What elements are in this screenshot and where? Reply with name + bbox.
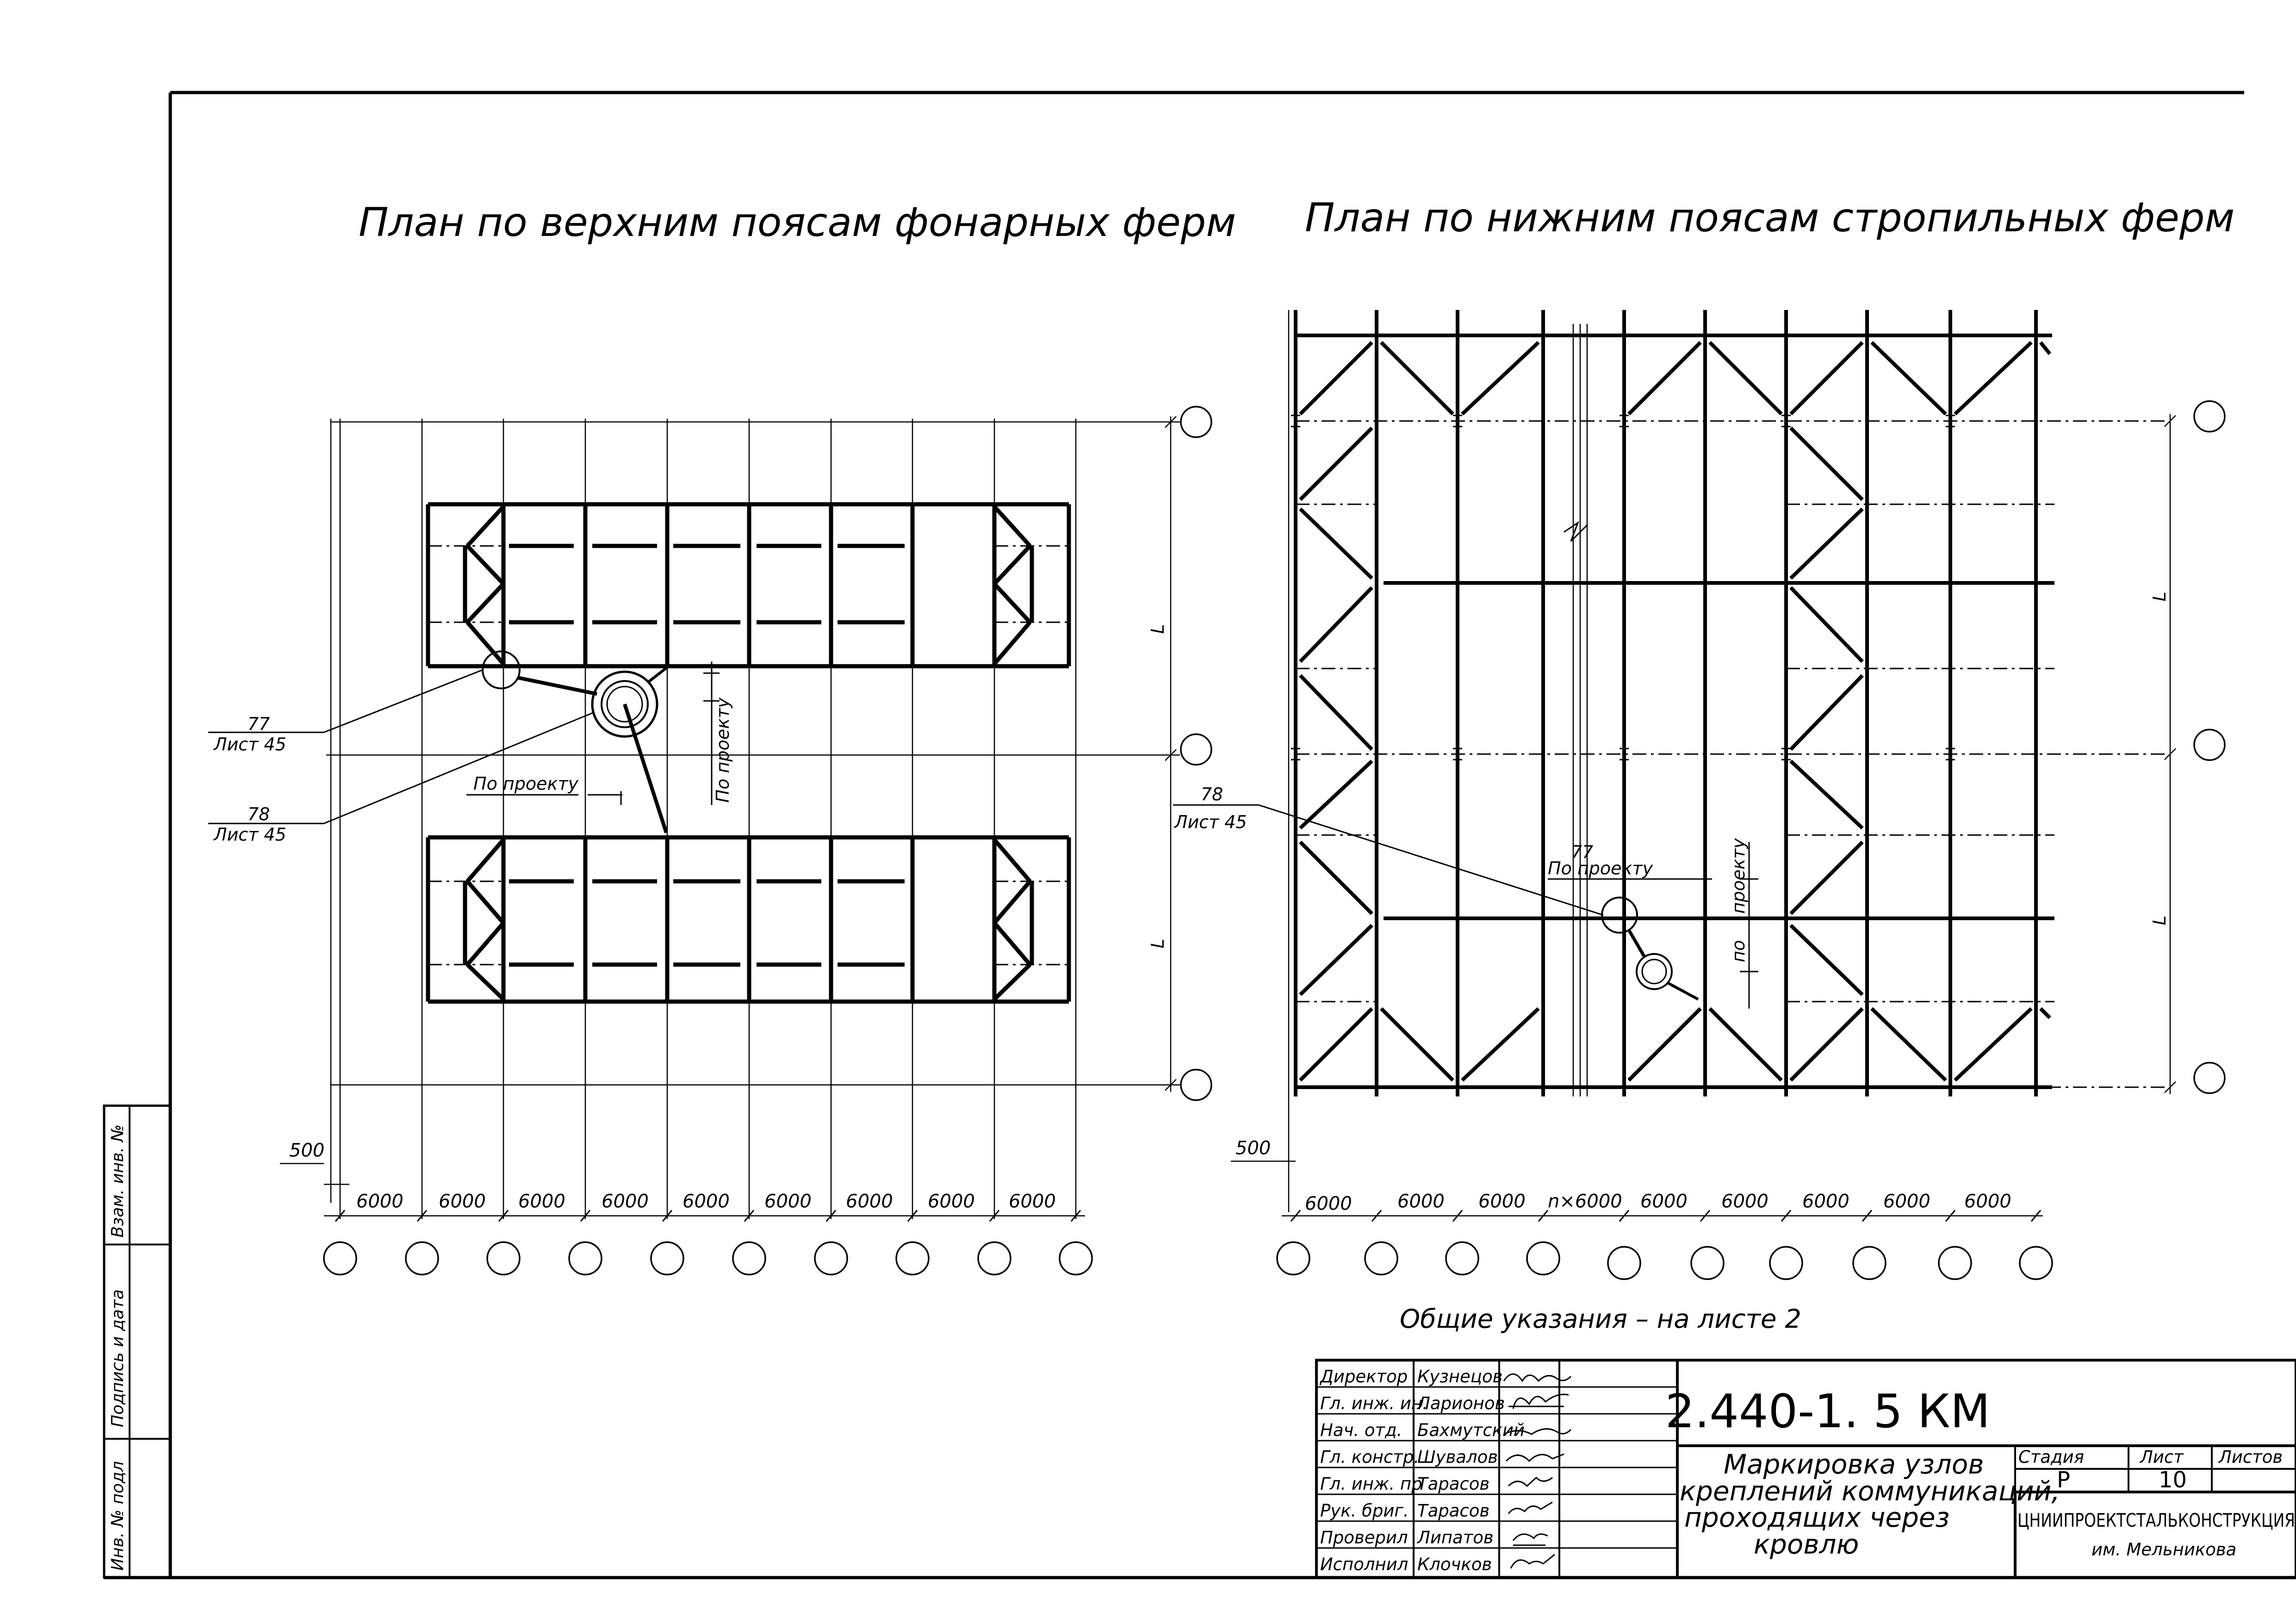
svg-text:6000: 6000 xyxy=(1397,1191,1445,1212)
left-offset-dim: 500 xyxy=(289,1140,324,1161)
name-chief-designer: Шувалов xyxy=(1417,1447,1498,1467)
sheets-label: Листов xyxy=(2218,1447,2283,1467)
svg-text:креплений коммуникаций,: креплений коммуникаций, xyxy=(1680,1475,2060,1507)
document-description: Маркировка узлов креплений коммуникаций,… xyxy=(1680,1449,2060,1560)
left-plan-grid xyxy=(280,416,1180,1222)
name-executed: Клочков xyxy=(1417,1554,1492,1574)
left-callout-77-sheet: Лист 45 xyxy=(213,734,286,755)
left-by-project-vertical: По проекту xyxy=(713,697,733,803)
role-checked: Проверил xyxy=(1320,1528,1408,1548)
document-code: 2.440-1. 5 КМ xyxy=(1665,1384,1990,1438)
svg-text:6000: 6000 xyxy=(1305,1193,1352,1214)
role-chief-project-eng: Гл. инж. пр xyxy=(1320,1474,1422,1494)
left-upper-lantern xyxy=(426,502,1071,669)
sheet-label: Лист xyxy=(2139,1447,2184,1467)
svg-text:6000: 6000 xyxy=(1478,1191,1526,1212)
role-director: Директор xyxy=(1319,1367,1408,1387)
left-callout-77-num: 77 xyxy=(248,714,270,734)
role-chief-eng: Гл. инж. ин. xyxy=(1320,1393,1428,1413)
stamp-sign-label: Подпись и дата xyxy=(108,1289,127,1427)
right-dim-L-upper: L xyxy=(2149,592,2170,601)
right-callout-78-num: 78 xyxy=(1201,784,1223,805)
svg-text:6000: 6000 xyxy=(928,1191,975,1212)
svg-text:n×6000: n×6000 xyxy=(1548,1191,1622,1212)
right-by-project-vertical-1: по xyxy=(1728,940,1749,962)
svg-text:6000: 6000 xyxy=(356,1191,403,1212)
svg-text:6000: 6000 xyxy=(764,1191,812,1212)
organization-subtitle: им. Мельникова xyxy=(2091,1540,2236,1560)
svg-text:6000: 6000 xyxy=(1009,1191,1056,1212)
right-by-project-vertical-2: проекту xyxy=(1728,838,1749,914)
right-node-markers xyxy=(1173,804,1758,1009)
name-chief-project-eng: Тарасов xyxy=(1417,1474,1489,1494)
right-axis-bubbles xyxy=(1276,400,2226,1280)
title-block xyxy=(1315,1359,2296,1579)
right-by-project-horizontal: По проекту xyxy=(1548,858,1653,879)
right-bay-dims: 6000 6000 6000 n×6000 6000 6000 6000 600… xyxy=(1305,1191,2011,1214)
left-node-markers xyxy=(208,650,720,834)
general-note: Общие указания – на листе 2 xyxy=(1400,1304,1801,1334)
left-axis-bubbles xyxy=(323,406,1212,1275)
name-checked: Липатов xyxy=(1416,1528,1494,1548)
stage-value: Р xyxy=(2057,1467,2070,1493)
svg-text:кровлю: кровлю xyxy=(1754,1529,1859,1560)
role-team-lead: Рук. бриг. xyxy=(1320,1501,1409,1521)
sheet-value: 10 xyxy=(2159,1467,2187,1493)
title-block-staff: Директор Кузнецов Гл. инж. ин. Ларионов … xyxy=(1319,1367,1525,1574)
right-dim-L-lower: L xyxy=(2149,916,2170,925)
svg-text:6000: 6000 xyxy=(1964,1191,2011,1212)
left-bay-dims: 6000 6000 6000 6000 6000 6000 6000 6000 … xyxy=(356,1191,1056,1212)
right-callout-77: 77 xyxy=(1571,842,1593,862)
svg-text:6000: 6000 xyxy=(1883,1191,1930,1212)
right-offset-dim: 500 xyxy=(1235,1138,1271,1159)
name-dept-head: Бахмутский xyxy=(1417,1420,1525,1440)
svg-text:6000: 6000 xyxy=(1640,1191,1688,1212)
organization-name: ЦНИИПРОЕКТСТАЛЬКОНСТРУКЦИЯ xyxy=(2017,1510,2295,1531)
signatures xyxy=(1503,1373,1572,1569)
svg-text:6000: 6000 xyxy=(439,1191,486,1212)
svg-text:6000: 6000 xyxy=(683,1191,730,1212)
svg-text:Маркировка узлов: Маркировка узлов xyxy=(1724,1449,1984,1480)
name-director: Кузнецов xyxy=(1417,1367,1502,1387)
left-dim-L-lower: L xyxy=(1148,939,1168,948)
left-by-project-horizontal: По проекту xyxy=(473,774,579,794)
right-plan-title: План по нижним поясам стропильных ферм xyxy=(1305,195,2234,241)
left-dim-L-upper: L xyxy=(1148,624,1168,634)
svg-text:6000: 6000 xyxy=(602,1191,649,1212)
right-plan-grid xyxy=(1231,310,2176,1222)
name-chief-eng: Ларионов xyxy=(1416,1393,1505,1413)
svg-text:6000: 6000 xyxy=(518,1191,565,1212)
side-stamp: Инв. № подл Подпись и дата Взам. инв. № xyxy=(103,1104,172,1579)
name-team-lead: Тарасов xyxy=(1417,1501,1489,1521)
stage-label: Стадия xyxy=(2018,1447,2084,1467)
stamp-inv-label: Инв. № подл xyxy=(108,1461,127,1571)
svg-text:6000: 6000 xyxy=(1721,1191,1769,1212)
stamp-replace-label: Взам. инв. № xyxy=(108,1125,127,1238)
left-plan-title: План по верхним поясам фонарных ферм xyxy=(359,199,1236,246)
left-callout-78-num: 78 xyxy=(248,804,270,824)
left-callout-78-sheet: Лист 45 xyxy=(213,824,286,845)
role-chief-designer: Гл. констр. xyxy=(1320,1447,1419,1467)
role-dept-head: Нач. отд. xyxy=(1320,1420,1402,1440)
sheet-frame xyxy=(104,91,2296,1579)
right-callout-78-sheet: Лист 45 xyxy=(1173,812,1247,832)
role-executed: Исполнил xyxy=(1320,1554,1408,1574)
svg-text:6000: 6000 xyxy=(846,1191,893,1212)
left-lower-lantern xyxy=(426,835,1071,1004)
svg-text:проходящих через: проходящих через xyxy=(1684,1502,1949,1533)
svg-text:6000: 6000 xyxy=(1802,1191,1849,1212)
